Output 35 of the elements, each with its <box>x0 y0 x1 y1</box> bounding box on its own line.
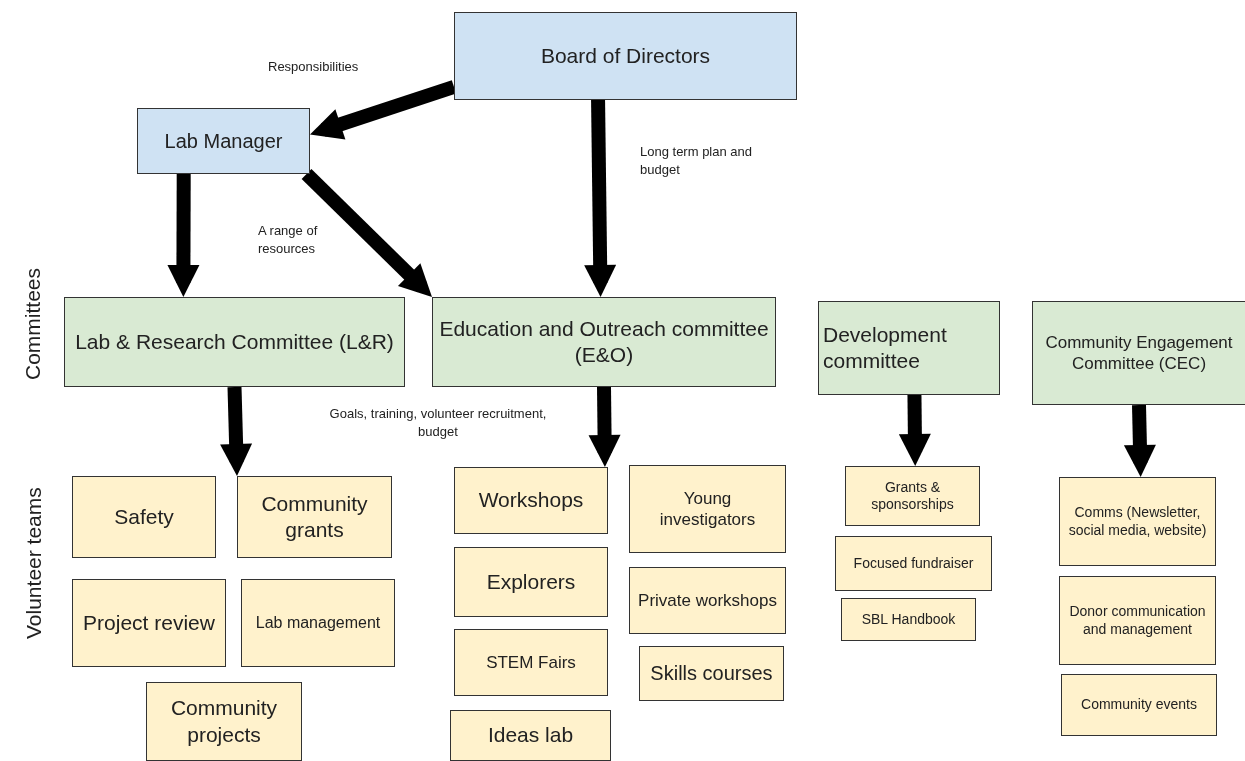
block-arrow <box>584 99 617 297</box>
role-box: Lab Manager <box>137 108 310 174</box>
block-arrow <box>220 386 253 476</box>
team-box: Workshops <box>454 467 608 534</box>
block-arrow <box>301 169 432 297</box>
block-arrow <box>588 386 621 467</box>
team-box: SBL Handbook <box>841 598 976 641</box>
team-box: Community events <box>1061 674 1217 736</box>
row-heading: Volunteer teams <box>22 489 46 639</box>
team-box: Community projects <box>146 682 302 761</box>
team-box: Skills courses <box>639 646 784 701</box>
annotation-text: Goals, training, volunteer recruitment, budget <box>328 405 548 441</box>
team-box: Safety <box>72 476 216 558</box>
team-box: STEM Fairs <box>454 629 608 696</box>
block-arrow <box>898 394 931 466</box>
team-box: Ideas lab <box>450 710 611 761</box>
team-box: Focused fundraiser <box>835 536 992 591</box>
block-arrow <box>1123 404 1156 477</box>
team-box: Community grants <box>237 476 392 558</box>
team-box: Donor communication and management <box>1059 576 1216 665</box>
block-arrow <box>167 173 200 297</box>
team-box: Grants & sponsorships <box>845 466 980 526</box>
committee-box: Lab & Research Committee (L&R) <box>64 297 405 387</box>
team-box: Explorers <box>454 547 608 617</box>
team-box: Private workshops <box>629 567 786 634</box>
team-box: Comms (Newsletter, social media, website) <box>1059 477 1216 566</box>
row-heading: Committees <box>21 267 45 382</box>
annotation-text: A range of resources <box>258 222 319 258</box>
team-box: Young investigators <box>629 465 786 553</box>
team-box: Lab management <box>241 579 395 667</box>
committee-box: Community Engagement Committee (CEC) <box>1032 301 1245 405</box>
committee-box: Education and Outreach committee (E&O) <box>432 297 776 387</box>
committee-box: Development committee <box>818 301 1000 395</box>
role-box: Board of Directors <box>454 12 797 100</box>
team-box: Project review <box>72 579 226 667</box>
